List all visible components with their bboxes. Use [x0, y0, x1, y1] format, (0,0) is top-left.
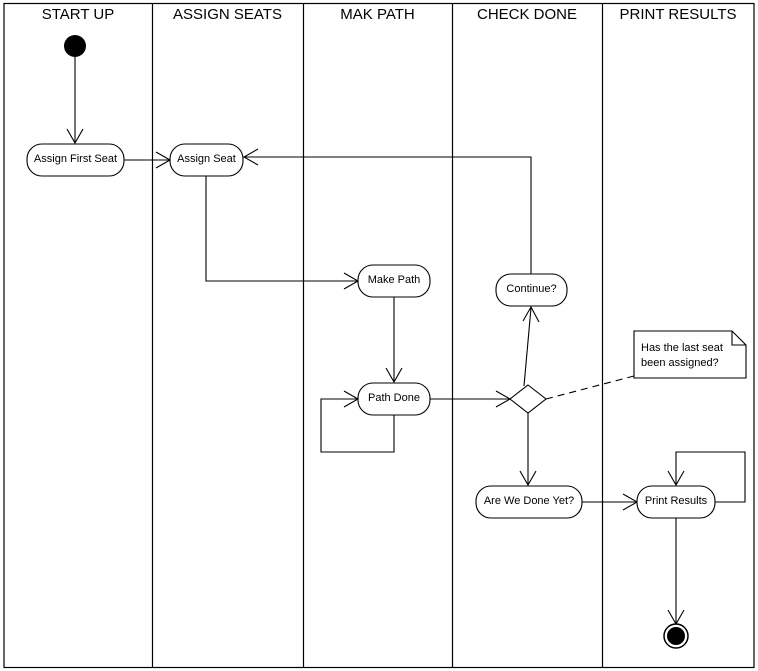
edge-path-done-to-decision — [430, 390, 512, 408]
action-node-are-we-done-yet[interactable] — [475, 485, 583, 519]
edge-print-results-self-loop — [667, 451, 746, 503]
action-node-path-done[interactable] — [357, 382, 431, 416]
edge-decision-to-are-we-done-yet — [519, 413, 537, 487]
edge-assign-first-seat-to-assign-seat — [124, 151, 172, 169]
edge-make-path-to-path-done — [385, 297, 403, 384]
lane-title-start-up: START UP — [41, 6, 115, 23]
final-node[interactable] — [663, 623, 689, 649]
initial-node[interactable] — [64, 35, 86, 57]
lane-title-print-results: PRINT RESULTS — [619, 6, 737, 23]
note-anchor-line — [545, 375, 635, 400]
edges-layer — [66, 57, 746, 626]
edge-print-results-to-final — [667, 518, 685, 626]
lane-title-mak-path: MAK PATH — [340, 6, 415, 23]
swimlane-frame — [3, 2, 755, 669]
nodes-layer — [26, 35, 747, 649]
action-node-make-path[interactable] — [357, 264, 431, 298]
edge-start-to-assign-first-seat — [66, 57, 84, 145]
edge-decision-to-continue — [522, 305, 540, 387]
note-box[interactable] — [633, 330, 747, 379]
edge-continue-to-assign-seat — [242, 148, 532, 274]
action-node-continue[interactable] — [495, 273, 568, 307]
decision-node[interactable] — [509, 384, 547, 414]
swimlane-outer-border — [3, 2, 755, 669]
lane-title-check-done: CHECK DONE — [476, 6, 577, 23]
edge-assign-seat-to-make-path — [205, 176, 360, 290]
action-node-print-results[interactable] — [636, 485, 716, 519]
edge-are-we-done-yet-to-print-results — [582, 493, 639, 511]
action-node-assign-first-seat[interactable] — [26, 143, 125, 177]
action-node-assign-seat[interactable] — [169, 143, 244, 177]
lane-title-assign-seats: ASSIGN SEATS — [173, 6, 282, 23]
